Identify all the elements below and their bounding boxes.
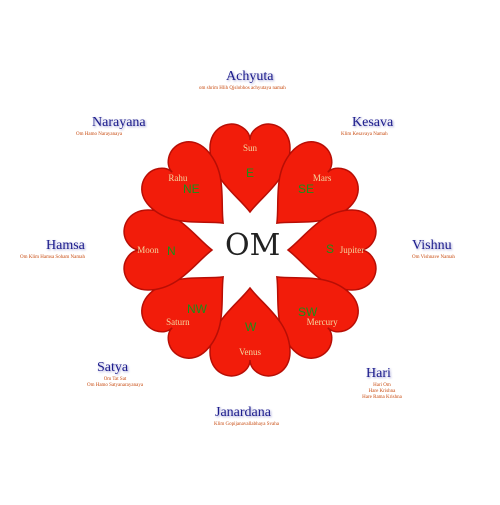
heart-shape <box>209 286 291 377</box>
deity-label-hari: Hari <box>366 366 391 381</box>
mantra-janardana: Klim Gopijanavallabhaya Svaha <box>214 422 279 427</box>
planet-label-mercury: Mercury <box>307 317 338 327</box>
heart-petal-mercury <box>276 276 359 359</box>
heart-shape <box>141 276 224 359</box>
mantra-narayana: Om Hamo Narayanaya <box>76 132 123 137</box>
deity-label-hamsa: Hamsa <box>46 238 85 253</box>
heart-petal-venus <box>209 286 291 377</box>
heart-shape <box>276 141 359 224</box>
deity-label-achyuta: Achyuta <box>226 69 274 84</box>
heart-shape <box>141 141 224 224</box>
heart-petal-saturn <box>141 276 224 359</box>
heart-petal-jupiter <box>286 209 377 291</box>
center-om: OM <box>225 228 281 263</box>
mantra-vishnu: Om Vishnave Namah <box>412 255 455 260</box>
heart-shape <box>276 276 359 359</box>
direction-s: S <box>326 242 335 256</box>
planet-label-sun: Sun <box>243 143 258 153</box>
heart-shape <box>123 209 214 291</box>
planet-label-venus: Venus <box>239 347 261 357</box>
direction-nw: NW <box>187 302 207 316</box>
mantra-kesava: Klim Kesavaya Namah <box>341 132 388 137</box>
deity-label-kesava: Kesava <box>352 115 394 130</box>
direction-n: N <box>167 244 176 258</box>
direction-sw: SW <box>298 305 318 319</box>
heart-petal-moon <box>123 209 214 291</box>
heart-shape <box>286 209 377 291</box>
direction-se: SE <box>298 182 315 196</box>
heart-petal-sun <box>209 123 291 214</box>
deity-label-vishnu: Vishnu <box>412 238 452 253</box>
mantra-hamsa: Om Klim Hamsa Soham Namah <box>20 255 85 260</box>
heart-petal-rahu <box>141 141 224 224</box>
mantra-achyuta: om shrim Hlih Qjslobhos achyutaya namah <box>199 86 286 91</box>
direction-w: W <box>245 320 257 334</box>
direction-ne: NE <box>183 182 200 196</box>
planet-label-moon: Moon <box>137 245 159 255</box>
deity-label-satya: Satya <box>97 360 129 375</box>
deity-label-narayana: Narayana <box>92 115 146 130</box>
heart-petal-mars <box>276 141 359 224</box>
planet-label-rahu: Rahu <box>168 173 187 183</box>
planet-label-saturn: Saturn <box>166 317 190 327</box>
heart-shape <box>209 123 291 214</box>
planet-label-mars: Mars <box>313 173 332 183</box>
planet-label-jupiter: Jupiter <box>340 245 365 255</box>
direction-e: E <box>246 166 255 180</box>
deity-label-janardana: Janardana <box>215 405 271 420</box>
